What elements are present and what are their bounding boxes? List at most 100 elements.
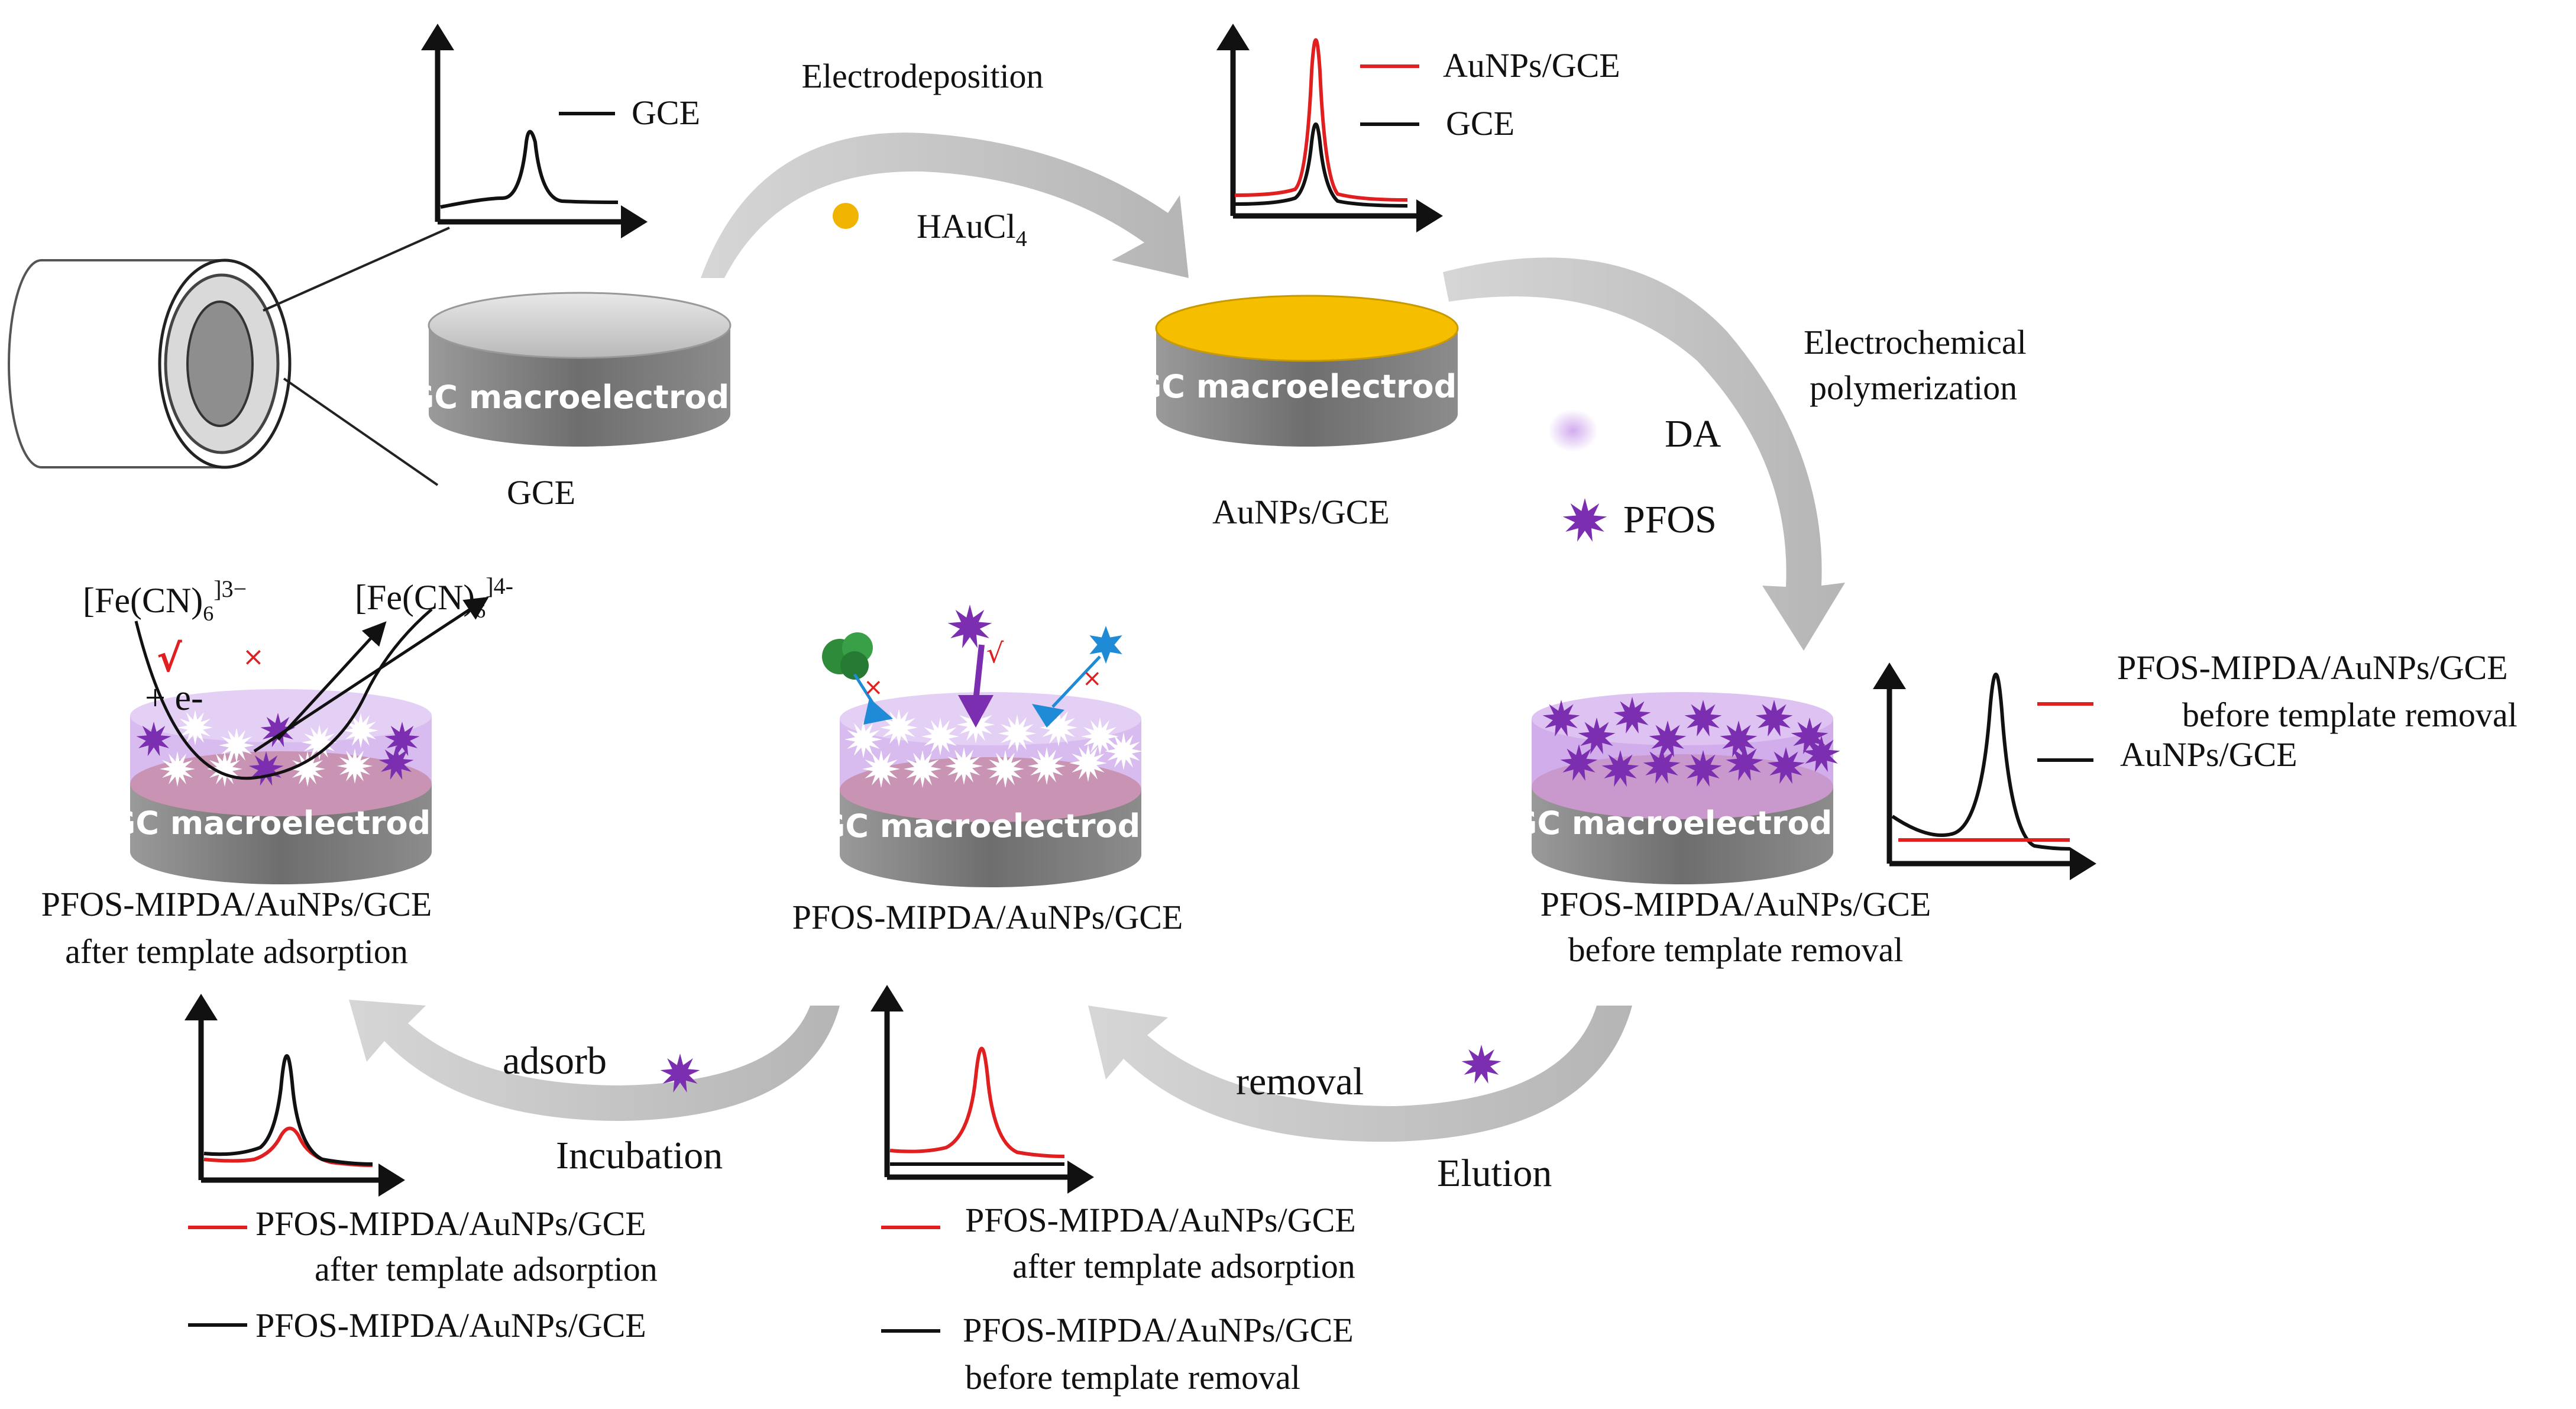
da-dot-icon: [1548, 409, 1598, 452]
cavity-icon: [1105, 732, 1143, 770]
electrode-label: GC macroelectrode: [109, 804, 452, 842]
before-removal-electrode: GC macroelectrode: [1511, 692, 1854, 884]
pfos-star-icon: [1601, 750, 1639, 787]
pfos-star-icon: [1560, 744, 1598, 781]
pfos-star-icon: [1562, 498, 1607, 542]
pfos-star-icon: [1613, 697, 1651, 734]
electrode-label: GC macroelectrode: [1135, 368, 1478, 405]
legend-label: PFOS-MIPDA/AuNPs/GCE: [963, 1311, 1354, 1349]
cavity-icon: [302, 725, 337, 760]
cavity-icon: [862, 750, 900, 788]
legend-label: PFOS-MIPDA/AuNPs/GCE: [2117, 648, 2508, 687]
arrow-polymerization: [1443, 257, 1845, 651]
cavity-icon: [1028, 747, 1066, 785]
pfos-star-cluster: [1542, 697, 1840, 787]
pfos-star-icon: [1461, 1045, 1501, 1084]
pfos-star-icon: [1578, 718, 1616, 755]
ferricyanide-label: [Fe(CN)6]3−: [83, 576, 247, 625]
gce-electrode: GC macroelectrode: [408, 292, 751, 447]
pfos-star-icon: [1767, 747, 1805, 784]
legend-label: PFOS-MIPDA/AuNPs/GCE: [255, 1204, 646, 1243]
pfos-star-icon: [1755, 700, 1793, 737]
pfos-star-icon: [660, 1053, 700, 1093]
step-polymerization-2: polymerization: [1810, 369, 2017, 407]
pfos-star-icon: [378, 745, 414, 780]
pfos-star-icon: [1461, 1045, 1501, 1084]
pfos-star-icon: [1802, 735, 1840, 773]
plot-elution: PFOS-MIPDA/AuNPs/GCE after template adso…: [870, 985, 1356, 1397]
plot-incubation: PFOS-MIPDA/AuNPs/GCE after template adso…: [185, 994, 658, 1345]
trace-black: [1891, 673, 2070, 851]
stage-after-adsorption-sub: after template adsorption: [65, 932, 408, 971]
step-haucl4: HAuCl4: [917, 207, 1027, 251]
plot-aunps: AuNPs/GCE GCE: [1216, 24, 1620, 232]
legend-label: GCE: [1446, 104, 1514, 143]
cavity-icon: [998, 715, 1036, 752]
step-incubation: Incubation: [556, 1134, 723, 1177]
step-da: DA: [1665, 412, 1721, 455]
electrode-label: GC macroelectrode: [819, 807, 1162, 845]
check-mark: √: [157, 637, 182, 681]
step-electrodeposition: Electrodeposition: [801, 57, 1043, 95]
step-elution: Elution: [1437, 1152, 1552, 1195]
pfos-star-icon: [1720, 720, 1758, 758]
aunps-electrode: GC macroelectrode: [1135, 295, 1478, 447]
cavity-icon: [160, 751, 195, 787]
pfos-star-icon: [136, 722, 171, 757]
pfos-star-icon: [1684, 750, 1722, 787]
electrode-rod-icon: [8, 227, 450, 486]
gold-dot-icon: [833, 203, 859, 229]
ferrocyanide-label: [Fe(CN)6]4-: [355, 573, 513, 622]
plot-gce: GCE: [421, 24, 700, 238]
cavity-icon: [986, 750, 1024, 788]
cavity-icon: [177, 710, 213, 745]
cavity-icon: [904, 750, 941, 788]
pfos-star-icon: [384, 722, 420, 757]
legend-label: after template adsorption: [1012, 1247, 1355, 1285]
legend-label: GCE: [632, 93, 700, 132]
green-blob-icon: [822, 632, 873, 680]
after-adsorption-electrode: GC macroelectrode [Fe(CN)6]3− [Fe(CN)6]4…: [83, 573, 513, 884]
pfos-star-icon: [1726, 744, 1763, 781]
stage-mip-label: PFOS-MIPDA/AuNPs/GCE: [792, 898, 1183, 936]
mip-electrode: GC macroelectrode × √ ×: [819, 605, 1162, 887]
stage-gce-label: GCE: [507, 473, 575, 512]
blue-star-shape: [1089, 626, 1122, 664]
stage-after-adsorption-name: PFOS-MIPDA/AuNPs/GCE: [41, 885, 432, 923]
trace-black: [203, 1054, 373, 1166]
electrode-label: GC macroelectrode: [1511, 804, 1854, 842]
probe-curve: [134, 608, 433, 780]
pfos-star-icon: [1684, 700, 1722, 737]
legend-label: AuNPs/GCE: [1443, 46, 1620, 85]
electrode-label: GC macroelectrode: [408, 379, 751, 416]
legend-label: before template removal: [2182, 696, 2517, 734]
cross-mark: ×: [1082, 665, 1102, 692]
pfos-star-icon: [248, 751, 284, 786]
cavity-icon: [880, 709, 918, 746]
legend-label: PFOS-MIPDA/AuNPs/GCE: [965, 1201, 1356, 1239]
cavity-icon: [219, 728, 254, 763]
probe-arrow-ferri: [253, 597, 489, 753]
probe-arrow-ferro: [277, 621, 387, 741]
pfos-star-icon: [260, 713, 296, 748]
pfos-star-icon: [947, 605, 992, 648]
pfos-star-icon: [947, 605, 992, 648]
pfos-star-icon: [1649, 720, 1687, 758]
legend-label: PFOS-MIPDA/AuNPs/GCE: [255, 1306, 646, 1345]
cavity-icon: [921, 718, 959, 755]
stage-aunps-label: AuNPs/GCE: [1212, 493, 1390, 531]
cavity-icon: [1069, 744, 1107, 782]
cavity-icon: [1040, 709, 1077, 746]
legend-label: after template adsorption: [315, 1250, 658, 1288]
pfos-star-icon: [660, 1053, 700, 1093]
pfos-star-icon: [1562, 498, 1607, 542]
trace-red: [203, 1126, 373, 1167]
trace-red: [889, 1046, 1065, 1158]
stage-before-removal-sub: before template removal: [1568, 930, 1904, 969]
legend-label: before template removal: [965, 1358, 1300, 1397]
mixed-cluster: [136, 710, 420, 787]
trace-red: [1234, 38, 1408, 202]
cross-mark: ×: [242, 642, 264, 672]
pfos-star-icon: [1791, 718, 1829, 755]
